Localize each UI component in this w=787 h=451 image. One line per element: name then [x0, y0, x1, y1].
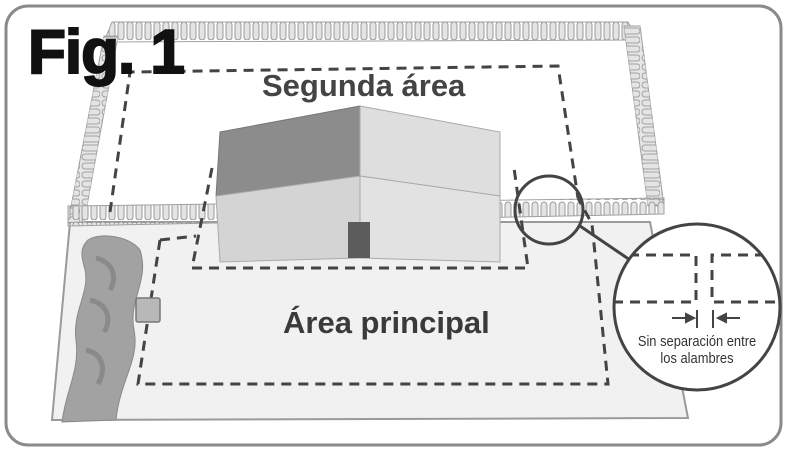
house-door	[348, 222, 370, 258]
magnify-circle	[513, 174, 585, 246]
main-area-wire	[136, 197, 610, 386]
magnify-connector	[579, 224, 634, 264]
main-area-label: Área principal	[283, 305, 490, 340]
hedge	[61, 235, 144, 423]
second-area-label: Segunda área	[262, 68, 466, 103]
zoom-caption-line2: los alambres	[660, 350, 734, 367]
figure-title: Fig. 1	[27, 18, 186, 87]
second-area-wire	[108, 64, 580, 213]
zoom-detail	[612, 222, 782, 392]
zoom-caption: Sin separación entre los alambres	[629, 333, 765, 367]
zoom-caption-line1: Sin separación entre	[637, 333, 757, 350]
house	[215, 105, 501, 263]
main-area-wire-top	[159, 234, 197, 242]
charging-station	[135, 297, 161, 323]
